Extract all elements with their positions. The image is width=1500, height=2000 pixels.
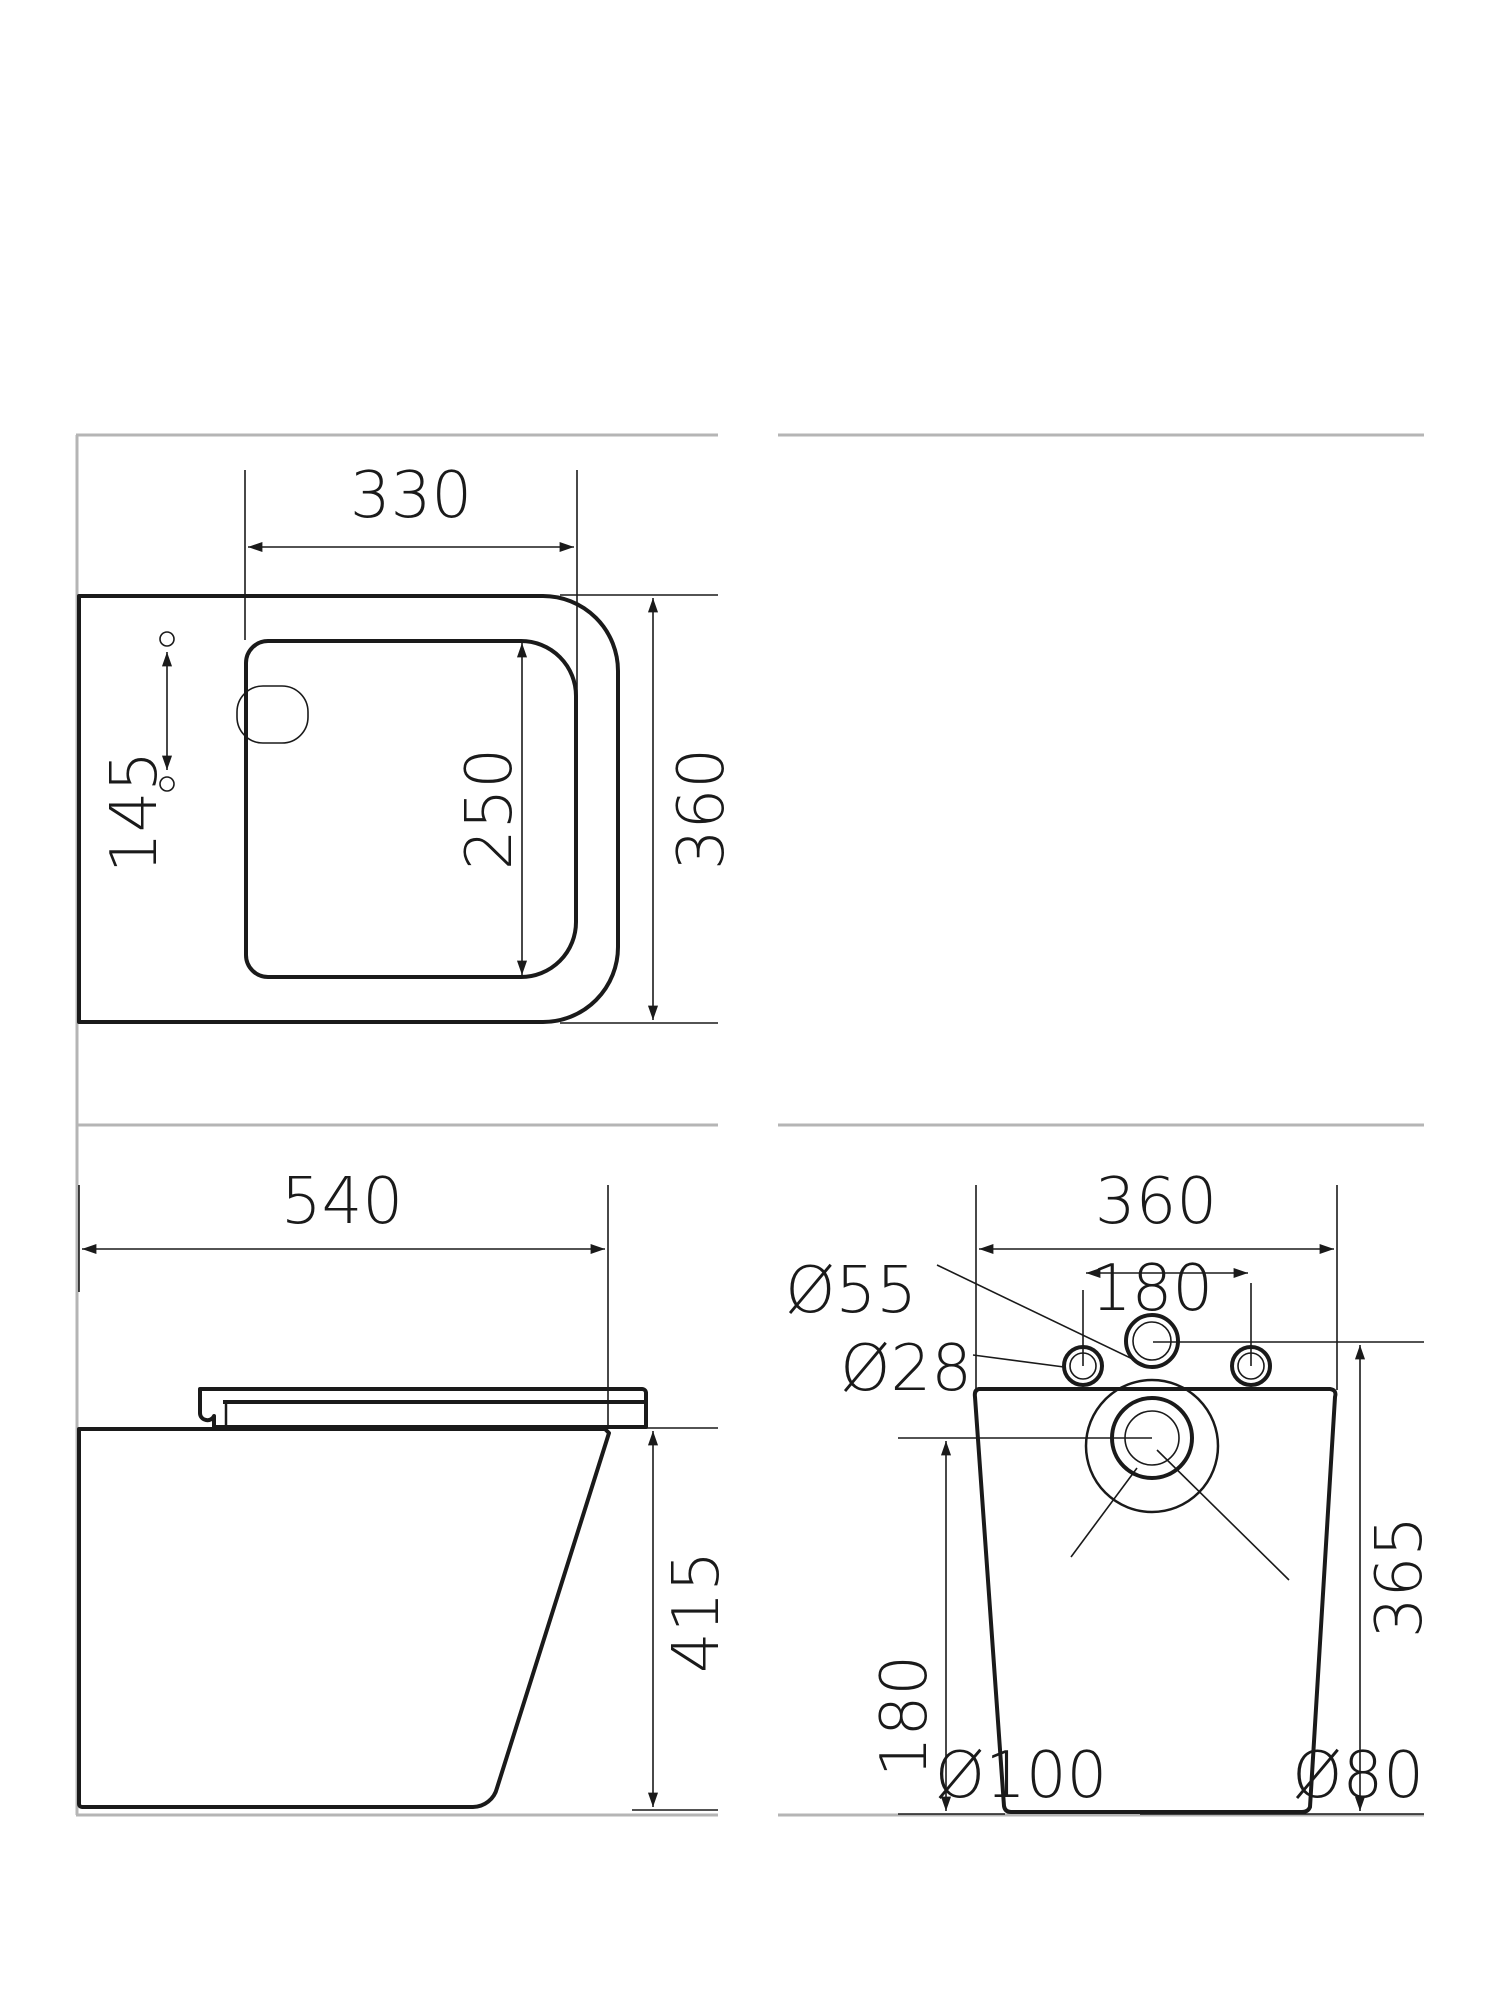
drain-opening <box>236 685 309 744</box>
dim-height: 415 <box>660 1551 734 1673</box>
label-bolt-hole-diameter: Ø28 <box>840 1332 972 1406</box>
dim-outlet-height: 180 <box>868 1655 942 1777</box>
fixing-hole-bottom <box>159 776 175 792</box>
label-outlet-outer-diameter: Ø100 <box>935 1739 1108 1813</box>
dim-bolt-spacing: 180 <box>1091 1252 1213 1326</box>
label-inlet-diameter: Ø55 <box>785 1254 917 1328</box>
outlet-flange <box>1084 1378 1220 1514</box>
dim-bowl-inner-depth: 250 <box>453 748 527 870</box>
rear-view <box>898 1185 1424 1815</box>
dim-overall-depth: 360 <box>665 748 739 870</box>
top-view <box>77 470 718 1024</box>
dim-bowl-width: 330 <box>350 459 472 533</box>
side-view <box>77 1185 718 1811</box>
label-outlet-inner-diameter: Ø80 <box>1292 1739 1424 1813</box>
inlet-inner <box>1132 1321 1172 1361</box>
inlet-outer <box>1124 1313 1180 1369</box>
dim-overall-length: 540 <box>281 1165 403 1239</box>
dim-inlet-height: 365 <box>1363 1516 1437 1638</box>
dim-fixing-hole-spacing: 145 <box>98 751 172 873</box>
fixing-hole-top <box>159 631 175 647</box>
dim-rear-overall-width: 360 <box>1095 1165 1217 1239</box>
